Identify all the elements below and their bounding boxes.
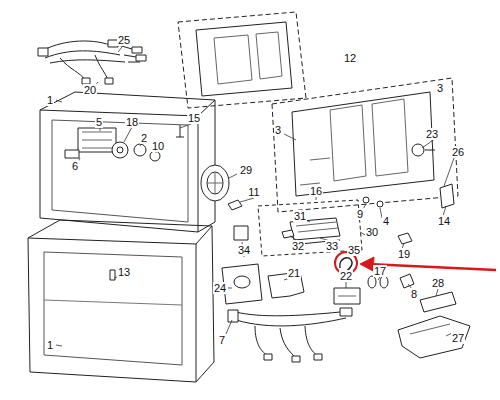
callout-number: 1 (46, 94, 54, 106)
callout-number: 3 (274, 124, 282, 136)
callout-number: 28 (431, 277, 445, 289)
callout-number: 29 (239, 164, 253, 176)
callout-number: 31 (293, 210, 307, 222)
callout-number: 13 (117, 266, 131, 278)
callout-number: 24 (213, 282, 227, 294)
callout-number: 14 (437, 215, 451, 227)
callout-number: 23 (425, 128, 439, 140)
callout-number: 34 (237, 244, 251, 256)
callout-number: 12 (343, 52, 357, 64)
callout-number: 8 (410, 288, 418, 300)
callout-number: 7 (218, 334, 226, 346)
callout-number: 35 (347, 244, 361, 256)
callout-number: 2 (140, 132, 148, 144)
callout-number: 32 (291, 240, 305, 252)
callout-number: 25 (117, 34, 131, 46)
callout-number: 20 (83, 84, 97, 96)
callout-number: 1 (46, 339, 54, 351)
callout-number: 16 (309, 185, 323, 197)
callout-number: 19 (397, 248, 411, 260)
callout-number: 18 (125, 116, 139, 128)
callout-number: 15 (187, 112, 201, 124)
callout-number: 10 (151, 140, 165, 152)
callout-number: 11 (247, 186, 260, 198)
callout-number: 30 (365, 226, 379, 238)
callout-number: 17 (373, 265, 387, 277)
callout-number: 26 (451, 146, 465, 158)
callout-number: 21 (287, 267, 301, 279)
callout-number: 3 (436, 82, 444, 94)
callout-number: 5 (95, 116, 103, 128)
callout-number: 6 (71, 160, 79, 172)
callout-number: 4 (382, 215, 390, 227)
callout-number: 9 (356, 208, 364, 220)
callout-number: 22 (339, 270, 353, 282)
callout-number: 27 (451, 332, 465, 344)
callout-number: 33 (325, 240, 339, 252)
